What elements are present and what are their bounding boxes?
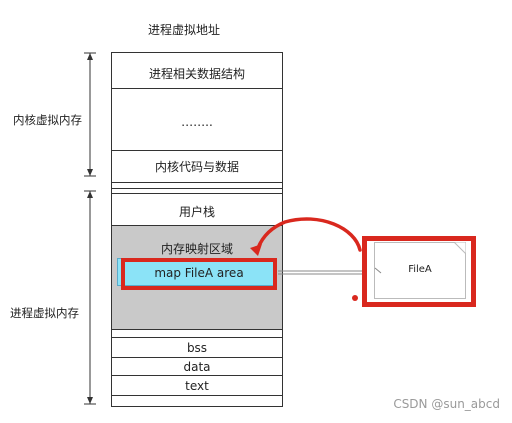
map-area-box: [117, 258, 274, 286]
kernel-space-label: 内核虚拟内存: [13, 113, 82, 127]
data-label: data: [183, 360, 211, 374]
divider: [112, 188, 282, 189]
diagram-title: 进程虚拟地址: [148, 23, 221, 37]
divider: [112, 193, 282, 194]
mapping-arrow-tick: [374, 267, 382, 274]
file-document: [374, 242, 466, 299]
file-highlight: [362, 236, 476, 307]
divider: [112, 329, 282, 330]
map-area-label: map FileA area: [154, 266, 244, 280]
user-space-label: 进程虚拟内存: [10, 306, 79, 320]
file-label: FileA: [408, 264, 432, 275]
divider: [112, 182, 282, 183]
divider: [112, 357, 282, 358]
divider: [112, 150, 282, 151]
user-stack-label: 用户栈: [178, 205, 215, 219]
divider: [112, 395, 282, 396]
curved-arrow-head: [250, 244, 262, 256]
curved-arrow-stroke: [256, 217, 362, 252]
divider: [112, 375, 282, 376]
process-structs-label: 进程相关数据结构: [148, 67, 245, 81]
bss-label: bss: [186, 341, 208, 355]
page-fold-icon: [454, 242, 466, 254]
divider: [112, 88, 282, 89]
mmap-region-label: 内存映射区域: [160, 242, 233, 256]
ellipsis-label: ……..: [181, 115, 213, 129]
text-label: text: [185, 379, 209, 393]
annotation-dot: [352, 295, 358, 301]
divider: [112, 337, 282, 338]
kernel-code-data-label: 内核代码与数据: [154, 160, 239, 174]
watermark: CSDN @sun_abcd: [393, 397, 500, 411]
map-area-highlight: [121, 258, 277, 290]
